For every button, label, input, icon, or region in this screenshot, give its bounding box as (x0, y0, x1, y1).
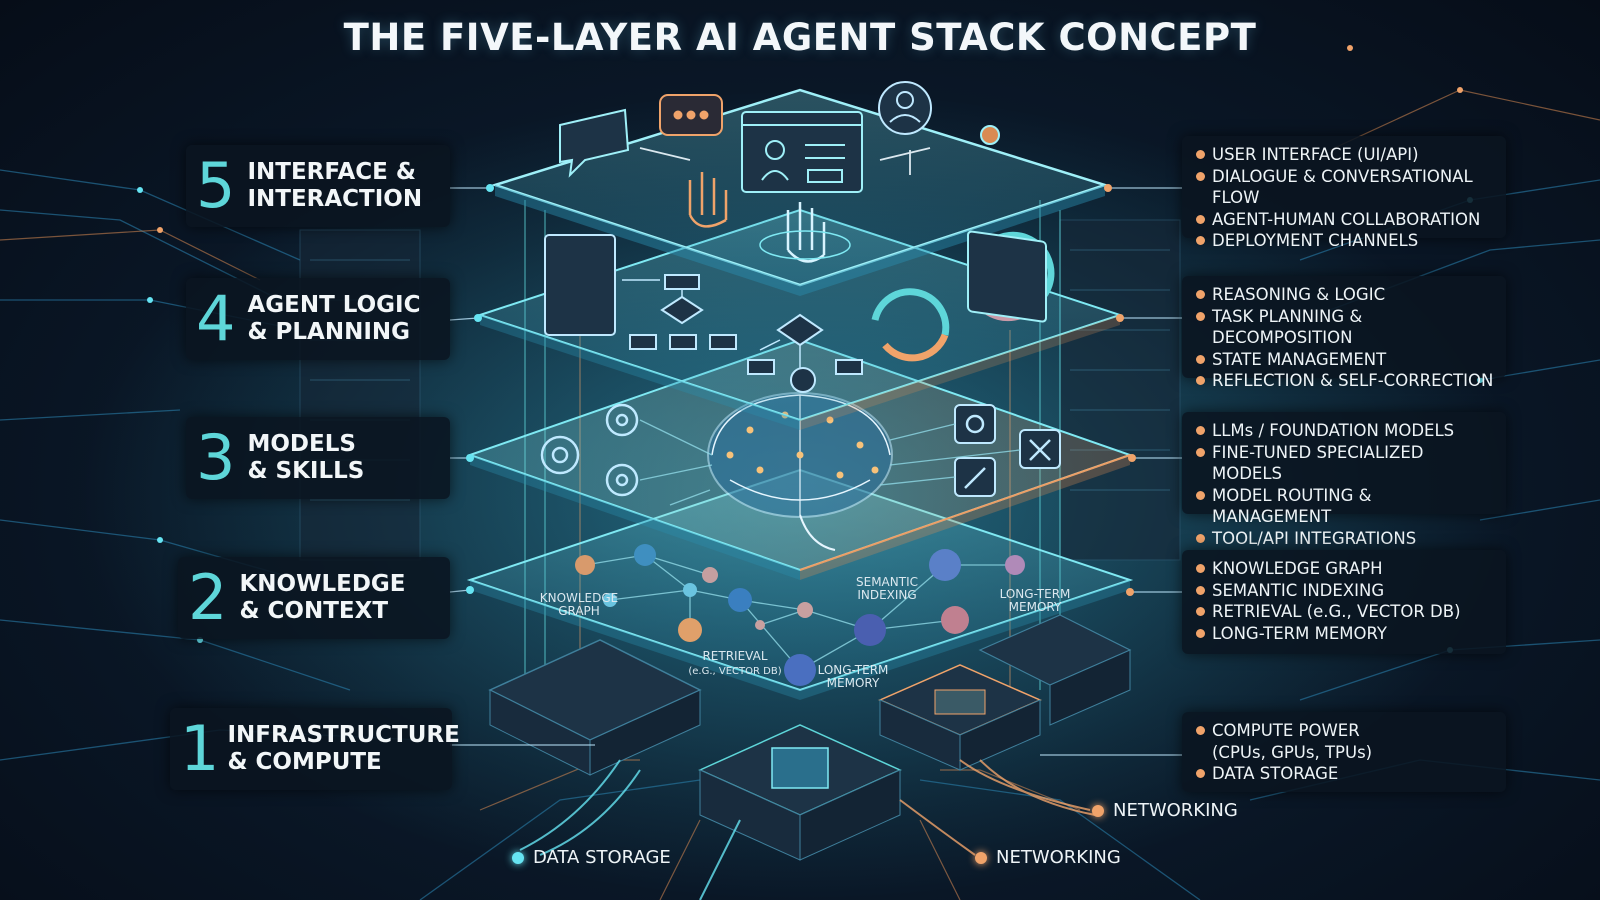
networking-center-text: NETWORKING (996, 847, 1121, 868)
layer-5-label: 5 INTERFACE & INTERACTION (186, 145, 450, 227)
vertical-beams-orange (579, 330, 1011, 690)
diagram-label-knowledge-graph: KNOWLEDGE GRAPH (539, 591, 619, 618)
cyan-dot-icon (512, 851, 524, 864)
diagram-label-long-term-memory-right: LONG-TERM MEMORY (999, 587, 1071, 614)
layer-1-features: COMPUTE POWER (CPUs, GPUs, TPUs) DATA ST… (1182, 712, 1506, 792)
feature-item: SEMANTIC INDEXING (1194, 580, 1494, 602)
page-title: THE FIVE-LAYER AI AGENT STACK CONCEPT (343, 16, 1257, 59)
layer-1-label: 1 INFRASTRUCTURE & COMPUTE (170, 708, 460, 790)
feature-item: STATE MANAGEMENT (1194, 349, 1494, 371)
network-cables (519, 759, 1096, 900)
feature-item: TOOL/API INTEGRATIONS (1194, 528, 1494, 550)
connector-dots (466, 184, 1136, 596)
orange-dot-icon (975, 851, 987, 864)
bottom-label-data-storage: DATA STORAGE (512, 847, 671, 868)
layer-2-number: 2 (188, 561, 228, 634)
diagram-label-retrieval: RETRIEVAL (702, 649, 768, 663)
flowchart-icon (544, 234, 863, 393)
feature-item: DIALOGUE & CONVERSATIONAL FLOW (1194, 166, 1494, 209)
feature-item: USER INTERFACE (UI/API) (1194, 144, 1494, 166)
layer-4-label: 4 AGENT LOGIC & PLANNING (186, 278, 450, 360)
feature-item: LLMs / FOUNDATION MODELS (1194, 420, 1494, 442)
feature-item: COMPUTE POWER (CPUs, GPUs, TPUs) (1194, 720, 1494, 763)
feature-item: AGENT-HUMAN COLLABORATION (1194, 209, 1494, 231)
layer-1-hardware (488, 614, 1132, 861)
layer-4-number: 4 (196, 282, 236, 355)
feature-item: TASK PLANNING & DECOMPOSITION (1194, 306, 1494, 349)
feature-item: MODEL ROUTING & MANAGEMENT (1194, 485, 1494, 528)
layer-2-label: 2 KNOWLEDGE & CONTEXT (178, 557, 450, 639)
layer-4-plate (476, 208, 1124, 430)
feature-item: LONG-TERM MEMORY (1194, 623, 1494, 645)
layer-2-features: KNOWLEDGE GRAPH SEMANTIC INDEXING RETRIE… (1182, 550, 1506, 654)
layer-3-name: MODELS & SKILLS (247, 431, 365, 484)
orange-dot-icon (1092, 804, 1104, 817)
diagram-label-long-term-memory-center: LONG-TERM MEMORY (817, 663, 889, 690)
typing-bubble-icon (659, 94, 723, 136)
bottom-label-networking-right: NETWORKING (1092, 800, 1238, 821)
gear-icon (540, 403, 639, 497)
profile-card-icon (967, 125, 1047, 323)
layer-5-name: INTERFACE & INTERACTION (247, 159, 423, 212)
layer-5-plate (490, 81, 1110, 323)
feature-item: RETRIEVAL (e.G., VECTOR DB) (1194, 601, 1494, 623)
touch-hand-icon (759, 202, 851, 263)
server-rack-right (1059, 219, 1181, 561)
label-connectors (449, 187, 1182, 756)
layer-1-name: INFRASTRUCTURE & COMPUTE (227, 722, 460, 775)
layer-5-number: 5 (196, 149, 236, 222)
layer-3-plate (466, 338, 1134, 580)
bottom-label-networking-center: NETWORKING (975, 847, 1121, 868)
layer-5-features: USER INTERFACE (UI/API) DIALOGUE & CONVE… (1182, 136, 1506, 250)
layer-3-label: 3 MODELS & SKILLS (186, 417, 450, 499)
layer-3-number: 3 (196, 421, 236, 494)
feature-item: DATA STORAGE (1194, 763, 1494, 785)
dashboard-window-icon (741, 111, 863, 193)
networking-right-text: NETWORKING (1113, 800, 1238, 821)
feature-item: FINE-TUNED SPECIALIZED MODELS (1194, 442, 1494, 485)
user-profile-icon (878, 81, 932, 135)
layer-2-name: KNOWLEDGE & CONTEXT (239, 571, 406, 624)
hand-icon (688, 172, 728, 228)
data-storage-text: DATA STORAGE (533, 847, 671, 868)
diagram-label-semantic-indexing: SEMANTIC INDEXING (856, 575, 918, 602)
feature-item: DEPLOYMENT CHANNELS (1194, 230, 1494, 252)
feature-item: REFLECTION & SELF-CORRECTION (1194, 370, 1494, 392)
layer-4-features: REASONING & LOGIC TASK PLANNING & DECOMP… (1182, 276, 1506, 390)
chat-bubble-icon (559, 108, 630, 178)
layer-4-name: AGENT LOGIC & PLANNING (247, 292, 421, 345)
feature-item: KNOWLEDGE GRAPH (1194, 558, 1494, 580)
layer-3-features: LLMs / FOUNDATION MODELS FINE-TUNED SPEC… (1182, 412, 1506, 548)
layer-1-number: 1 (180, 712, 220, 785)
feature-item: REASONING & LOGIC (1194, 284, 1494, 306)
diagram-label-retrieval-sub: (e.G., VECTOR DB) (688, 666, 782, 677)
